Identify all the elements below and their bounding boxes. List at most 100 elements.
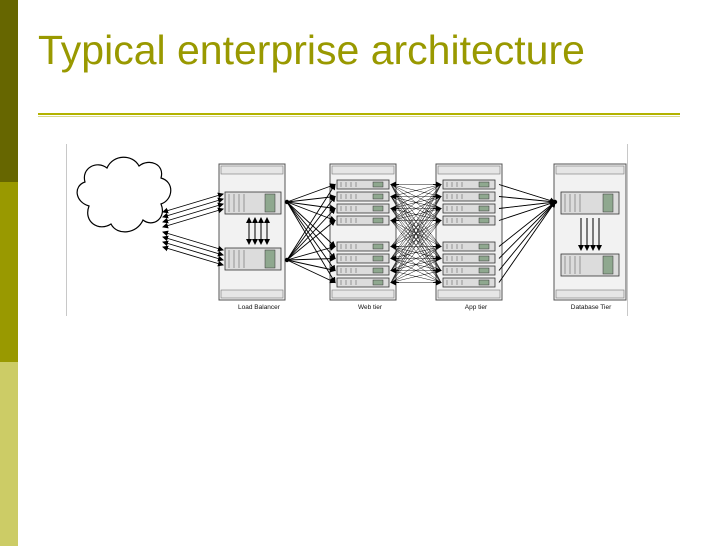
web-server-unit-8 — [336, 277, 390, 288]
lb-web-arrow-12 — [286, 219, 336, 261]
web-tier-label: Web tier — [357, 304, 383, 311]
lb-web-arrow-8 — [286, 201, 336, 284]
load-balancer-rack — [218, 163, 286, 301]
web-server-unit-5-led — [372, 243, 384, 250]
app-server-unit-8 — [442, 277, 496, 288]
app-server-unit-5 — [442, 241, 496, 252]
app-server-unit-2 — [442, 191, 496, 202]
web-app-link-41 — [390, 184, 442, 259]
web-app-link-9 — [390, 184, 442, 197]
app-db-link-16 — [498, 201, 556, 283]
database-unit-1-led — [602, 193, 614, 213]
cloud-lb-arrow-1 — [162, 192, 224, 214]
app-db-link-12 — [498, 201, 556, 221]
cloud-lb-arrow-8 — [162, 245, 224, 267]
app-server-unit-1-led — [478, 181, 490, 188]
web-server-unit-4 — [336, 215, 390, 226]
web-app-link-25 — [390, 184, 442, 221]
cloud-lb-arrow-7 — [162, 240, 224, 262]
app-server-unit-7 — [442, 265, 496, 276]
app-db-link-14 — [498, 201, 556, 259]
app-server-unit-3 — [442, 203, 496, 214]
lb-web-arrow-10 — [286, 195, 336, 261]
web-app-link-61 — [390, 246, 442, 283]
app-server-unit-5-led — [478, 243, 490, 250]
web-server-unit-3-led — [372, 205, 384, 212]
db-junction-dot — [552, 199, 558, 205]
app-db-link-13 — [498, 201, 556, 247]
web-server-unit-1 — [336, 179, 390, 190]
app-server-unit-6-led — [478, 255, 490, 262]
web-server-unit-3 — [336, 203, 390, 214]
app-server-unit-1 — [442, 179, 496, 190]
web-server-unit-7-led — [372, 267, 384, 274]
web-server-unit-1-led — [372, 181, 384, 188]
lb-web-arrow-4 — [286, 201, 336, 222]
app-server-unit-2-led — [478, 193, 490, 200]
load-balancer-rack-base — [220, 289, 284, 299]
web-app-link-49 — [390, 184, 442, 271]
web-server-unit-4-led — [372, 217, 384, 224]
app-tier-rack-top — [437, 165, 501, 175]
sidebar-band-2 — [0, 182, 18, 362]
web-server-unit-2-led — [372, 193, 384, 200]
slide-title: Typical enterprise architecture — [38, 27, 585, 73]
web-server-unit-7 — [336, 265, 390, 276]
app-server-unit-4 — [442, 215, 496, 226]
app-tier-label: App tier — [464, 304, 488, 311]
lb-web-arrow-16 — [286, 259, 336, 284]
app-db-link-15 — [498, 201, 556, 271]
lb-junction-dot-2 — [284, 257, 290, 263]
lb-web-arrow-1 — [286, 183, 336, 203]
web-server-unit-5 — [336, 241, 390, 252]
cloud-lb-arrow-4 — [162, 207, 224, 229]
web-app-link-33 — [390, 184, 442, 247]
lb-web-arrow-5 — [286, 201, 336, 248]
database-tier-label: Database Tier — [570, 304, 612, 311]
web-server-unit-6-led — [372, 255, 384, 262]
title-underline — [38, 113, 680, 115]
web-app-link-58 — [390, 196, 442, 283]
web-app-link-59 — [390, 208, 442, 283]
web-app-link-63 — [390, 270, 442, 283]
cloud-lb-arrow-3 — [162, 202, 224, 224]
web-tier-rack-base — [331, 289, 395, 299]
sidebar-band-3 — [0, 362, 18, 546]
lb-web-arrow-11 — [286, 207, 336, 261]
app-server-unit-8-led — [478, 279, 490, 286]
load-balancer-unit-1-led — [264, 193, 276, 213]
web-app-link-57 — [390, 184, 442, 283]
cloud-lb-arrow-5 — [162, 230, 224, 252]
app-server-unit-6 — [442, 253, 496, 264]
cloud-lb-arrow-6 — [162, 235, 224, 257]
database-unit-2-led — [602, 255, 614, 275]
app-tier-rack-base — [437, 289, 501, 299]
lb-junction-dot-1 — [284, 199, 290, 205]
app-server-unit-4-led — [478, 217, 490, 224]
web-app-link-17 — [390, 184, 442, 209]
load-balancer-rack-top — [220, 165, 284, 175]
lb-web-arrow-14 — [286, 255, 336, 262]
web-server-unit-2 — [336, 191, 390, 202]
web-tier-rack-top — [331, 165, 395, 175]
lb-web-arrow-15 — [286, 259, 336, 273]
app-db-link-10 — [498, 196, 556, 203]
app-server-unit-3-led — [478, 205, 490, 212]
lb-web-arrow-9 — [286, 183, 336, 261]
web-server-unit-6 — [336, 253, 390, 264]
load-balancer-label: Load Balancer — [238, 304, 280, 311]
web-server-unit-8-led — [372, 279, 384, 286]
database-tier-rack — [553, 163, 627, 301]
app-db-link-11 — [498, 201, 556, 209]
app-server-unit-7-led — [478, 267, 490, 274]
architecture-diagram-svg — [76, 156, 627, 301]
sidebar-band-1 — [0, 0, 18, 182]
lb-web-arrow-13 — [286, 244, 336, 261]
app-db-link-9 — [498, 184, 556, 203]
cloud-lb-arrow-2 — [162, 197, 224, 219]
database-tier-rack-base — [555, 289, 625, 299]
cloud-icon — [76, 156, 172, 233]
web-app-link-60 — [390, 220, 442, 283]
title-underline-shadow — [38, 116, 680, 117]
web-app-link-62 — [390, 258, 442, 283]
